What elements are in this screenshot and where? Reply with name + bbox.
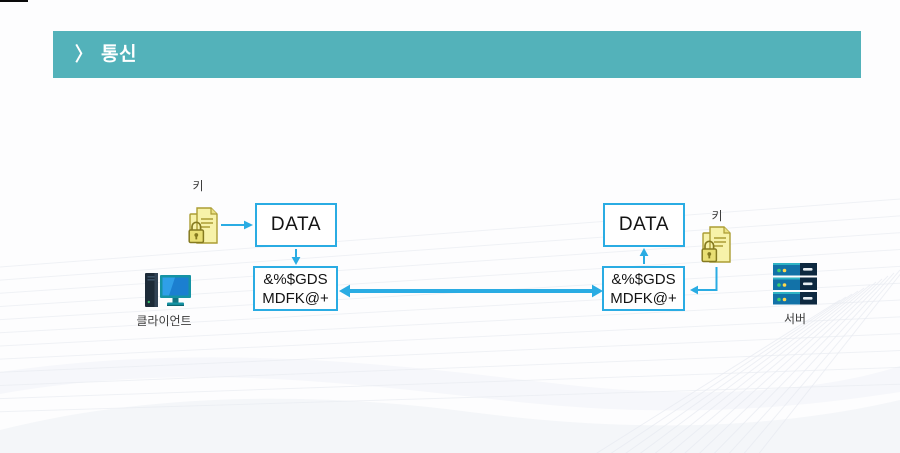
server-cipher-line1: &%$GDS <box>611 270 676 288</box>
client-cipher-line1: &%$GDS <box>263 270 328 288</box>
client-data-box: DATA <box>255 203 337 247</box>
arrow-server-cipher-to-data <box>639 248 649 264</box>
section-header: 〉 통신 <box>53 31 861 78</box>
arrow-cipher-exchange <box>339 284 603 298</box>
client-cipher-line2: MDFK@+ <box>262 289 329 307</box>
arrow-client-data-to-cipher <box>291 249 301 265</box>
server-device-label: 서버 <box>783 312 807 326</box>
client-key-icon <box>188 207 218 244</box>
client-cipher-box: &%$GDS MDFK@+ <box>253 266 338 311</box>
server-key-label: 키 <box>711 209 723 223</box>
arrow-client-key-to-data <box>221 220 253 230</box>
server-data-box: DATA <box>603 203 685 247</box>
client-device-label: 클라이언트 <box>136 314 192 328</box>
server-cipher-line2: MDFK@+ <box>610 289 677 307</box>
client-key-label: 키 <box>192 179 204 193</box>
arrow-server-key-to-cipher <box>690 267 718 295</box>
client-data-label: DATA <box>270 214 322 235</box>
screen-corner-artifact <box>0 0 28 2</box>
server-data-label: DATA <box>618 214 670 235</box>
server-key-icon <box>701 226 731 263</box>
server-rack-icon <box>773 263 817 305</box>
server-cipher-box: &%$GDS MDFK@+ <box>602 266 685 311</box>
chevron-right-icon: 〉 <box>75 43 92 66</box>
client-computer-icon <box>145 273 191 307</box>
section-title: 통신 <box>101 44 137 65</box>
